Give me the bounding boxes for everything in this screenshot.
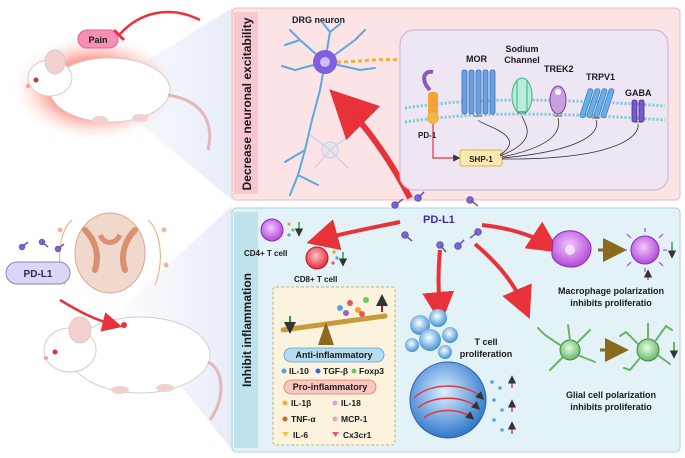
pro-item-0: IL-1β xyxy=(291,398,311,408)
decrease-excitability-label: Decrease neuronal excitability xyxy=(240,17,254,190)
trek2-label: TREK2 xyxy=(544,64,574,74)
cx3cr1-icon xyxy=(332,432,339,437)
sodium-label-line2: Channel xyxy=(504,55,540,65)
anti-inflammatory-header-text: Anti-inflammatory xyxy=(295,350,372,360)
pro-item-2: TNF-α xyxy=(291,414,316,424)
cd4-t-cell-icon xyxy=(260,218,304,242)
sodium-channel-icon xyxy=(511,77,533,115)
pro-item-1: IL-18 xyxy=(341,398,361,408)
polarized-glial-icon xyxy=(619,323,679,372)
pain-label: Pain xyxy=(88,35,107,45)
t-cell-cluster-icon xyxy=(405,309,458,359)
tgfb-dot xyxy=(315,368,321,374)
mcp1-dot xyxy=(332,416,338,422)
macrophage-label-line1: Macrophage polarization xyxy=(558,286,664,296)
il18-dot xyxy=(332,400,338,406)
dividing-cell-icon xyxy=(409,361,487,439)
pd1-to-shp1-arrow xyxy=(432,124,461,162)
pd1-label: PD-1 xyxy=(418,131,437,140)
anti-item-1: TGF-β xyxy=(323,366,348,376)
mor-receptor-icon xyxy=(461,69,496,115)
pro-inflammatory-header xyxy=(283,379,377,395)
tnfa-dot xyxy=(282,416,288,422)
bottom-side-bar xyxy=(234,212,258,448)
spinal-cord-icon xyxy=(53,212,169,294)
drg-neuron-label: DRG neuron xyxy=(292,15,345,25)
anti-item-0: IL-10 xyxy=(289,366,309,376)
top-side-bar xyxy=(234,12,258,194)
t-cell-label-line2: proliferation xyxy=(460,349,513,359)
pain-inhibition-line xyxy=(119,10,201,35)
shp1-label: SHP-1 xyxy=(469,155,493,164)
cd4-label: CD4+ T cell xyxy=(244,249,287,258)
mor-label: MOR xyxy=(466,54,487,64)
t-cell-label-line1: T cell xyxy=(474,337,497,347)
receptor-inset xyxy=(399,29,669,191)
pro-item-5: Cx3cr1 xyxy=(343,430,372,440)
pdl1-ligands-left xyxy=(18,238,65,253)
anti-item-2: Foxp3 xyxy=(359,366,384,376)
neuron-ghost-icon xyxy=(309,134,351,169)
cell-membrane xyxy=(404,98,666,124)
macrophage-label-line2: inhibits proliferatio xyxy=(570,298,652,308)
gaba-label: GABA xyxy=(625,88,652,98)
pro-inflammatory-header-text: Pro-inflammatory xyxy=(293,382,368,392)
pdl1-badge xyxy=(5,261,71,285)
glial-cell-icon xyxy=(537,324,596,371)
trpv1-channel-icon xyxy=(579,88,615,119)
pdl1-center-label: PD-L1 xyxy=(423,214,455,226)
pain-mouse-icon xyxy=(26,49,212,151)
trek2-channel-icon xyxy=(549,85,567,115)
trpv1-label: TRPV1 xyxy=(586,72,615,82)
foxp3-dot xyxy=(351,368,357,374)
pain-badge xyxy=(77,29,119,49)
il10-dot xyxy=(281,368,287,374)
inhibit-inflammation-label: Inhibit inflammation xyxy=(240,273,254,387)
pdl1-badge-label: PD-L1 xyxy=(24,269,53,280)
shp1-inhibition-lines xyxy=(474,111,642,160)
pro-item-3: MCP-1 xyxy=(341,414,368,424)
anti-inflammatory-header xyxy=(283,347,385,363)
il1b-dot xyxy=(282,400,288,406)
pain-inhibition-bar xyxy=(112,28,126,42)
injection-arrow xyxy=(59,298,123,332)
pdl1-ligand-cluster xyxy=(391,191,482,253)
cd8-label: CD8+ T cell xyxy=(294,275,337,284)
sodium-label-line1: Sodium xyxy=(506,44,539,54)
glial-label-line2: inhibits proliferatio xyxy=(570,402,652,412)
cd8-t-cell-icon xyxy=(305,246,348,270)
proliferation-arrows-icon xyxy=(490,375,517,434)
polarized-macrophage-icon xyxy=(623,228,677,280)
pro-item-4: IL-6 xyxy=(293,430,308,440)
glial-label-line1: Glial cell polarization xyxy=(566,390,656,400)
macrophage-cell-icon xyxy=(551,230,592,268)
il6-icon xyxy=(282,432,289,437)
treated-mouse-icon xyxy=(43,316,223,421)
drg-neuron-icon xyxy=(281,21,401,196)
balance-seesaw-icon xyxy=(280,294,388,345)
pd1-receptor-icon xyxy=(422,69,439,124)
pdl1-red-arrows xyxy=(306,219,560,324)
